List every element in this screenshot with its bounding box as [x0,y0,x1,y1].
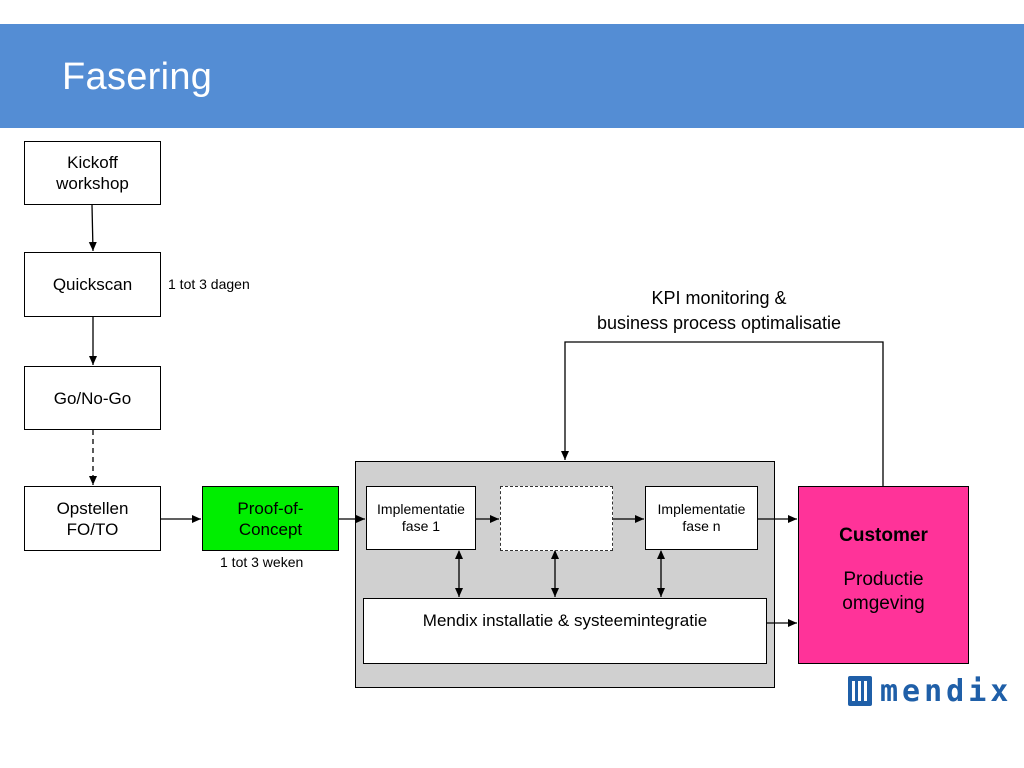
poc-line-2: Concept [238,519,303,539]
opstellen-line-1: Opstellen [56,498,129,518]
poc-duration: 1 tot 3 weken [220,554,304,570]
arrow-kickoff-quickscan [88,204,97,252]
impln-line-2: fase n [682,518,721,534]
kpi-line-2: business process optimalisatie [596,313,842,333]
mendix-logo-text: mendix [880,673,1013,709]
poc-line-1: Proof-of- [237,498,304,518]
impl-fase-1-box: Implementatie fase 1 [366,486,476,550]
arrow-kpi-feedback [561,341,884,486]
page-title: Fasering [62,56,213,98]
productie-line-1: Productie [843,569,924,590]
quickscan-box: Quickscan [24,252,161,317]
kickoff-box: Kickoff workshop [24,141,161,205]
mendix-install-box: Mendix installatie & systeemintegratie [363,598,767,664]
impl1-line-1: Implementatie [377,501,465,517]
customer-label: Customer [839,525,928,546]
mendix-logo: mendix [848,673,1013,709]
kickoff-line-2: workshop [56,174,129,193]
gonogo-label: Go/No-Go [53,388,132,408]
kpi-line-1: KPI monitoring & [651,288,787,308]
customer-box: Customer Productie omgeving [798,486,969,664]
title-bar: Fasering [0,24,1024,128]
mendix-logo-mark-icon [848,676,872,706]
poc-box: Proof-of- Concept [202,486,339,551]
mendix-install-label: Mendix installatie & systeemintegratie [422,611,708,630]
productie-line-2: omgeving [842,593,925,614]
quickscan-label: Quickscan [52,275,133,294]
impln-line-1: Implementatie [657,501,746,517]
gonogo-box: Go/No-Go [24,366,161,430]
impl-fase-n-box: Implementatie fase n [645,486,758,550]
kickoff-line-1: Kickoff [67,153,118,172]
quickscan-duration: 1 tot 3 dagen [168,276,250,292]
impl1-line-2: fase 1 [401,518,441,534]
opstellen-box: Opstellen FO/TO [24,486,161,551]
opstellen-line-2: FO/TO [66,519,119,539]
kpi-label: KPI monitoring & business process optima… [560,286,878,336]
